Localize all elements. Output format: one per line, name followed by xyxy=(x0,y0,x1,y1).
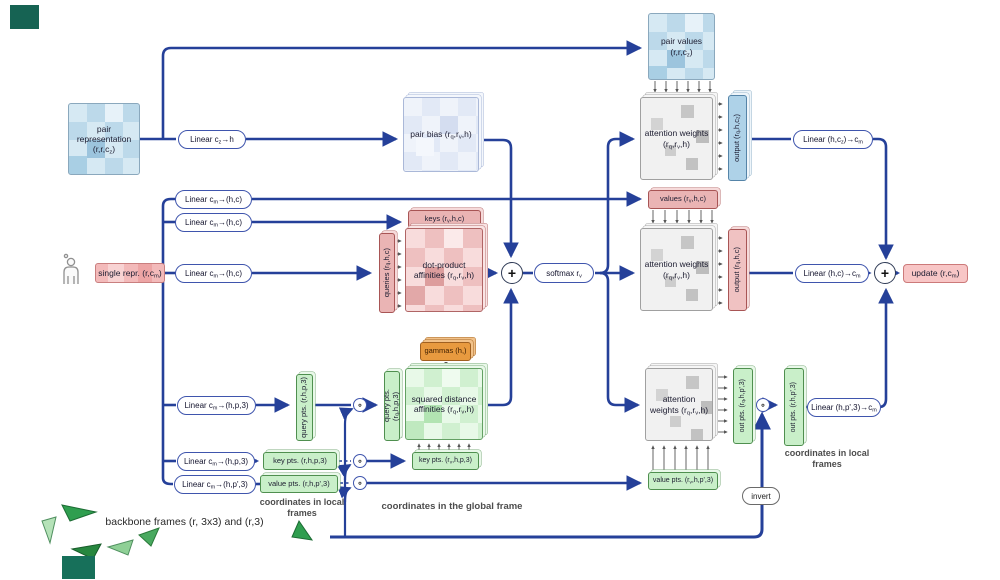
coords-local-right-note: coordinates in local frames xyxy=(784,448,870,470)
value-points-global-bar: value pts. (rv,h,p',3) xyxy=(648,472,718,490)
backbone-frames-icon xyxy=(41,504,314,560)
coords-global-note: coordinates in the global frame xyxy=(381,501,523,512)
linear-cm-hp3-query-pill: Linear cm→(h,p,3) xyxy=(177,396,256,415)
pair-values-box: pair values (r,r,cz) xyxy=(648,13,715,80)
output-mid-label: output (rq,h,c) xyxy=(732,247,742,293)
queries-bar: queries (rq,h,c) xyxy=(379,233,395,313)
add-operator-1: + xyxy=(501,262,523,284)
value-points-local-bar: value pts. (r,h,p',3) xyxy=(260,475,338,493)
key-points-global-bar: key pts. (rv,h,p,3) xyxy=(412,452,479,470)
artifact-marker-bottom-left xyxy=(62,556,95,579)
invert-label: invert xyxy=(751,491,771,501)
single-repr-bar: single repr. (r,cm) xyxy=(95,263,165,283)
value-points-global-label: value pts. (rv,h,p',3) xyxy=(652,476,714,486)
pair-bias-box: pair bias (rq,rv,h) xyxy=(403,97,479,172)
artifact-marker-top-left xyxy=(10,5,39,29)
keys-label: keys (rv,h,c) xyxy=(424,213,465,224)
apply-inverse-frames-operator: ∘ xyxy=(756,398,770,412)
queries-label: queries (rq,h,c) xyxy=(381,248,391,298)
gammas-bar: gammas (h,) xyxy=(420,342,471,361)
backbone-frame-lines xyxy=(330,407,771,539)
key-points-global-label: key pts. (rv,h,p,3) xyxy=(419,456,472,466)
values-label: values (rv,h,c) xyxy=(660,194,706,205)
linear-cm-hc-3-pill: Linear cm→(h,c) xyxy=(175,264,252,283)
pair-representation-box: pair representation (r,r,cz) xyxy=(68,103,140,175)
compose-glyph: ∘ xyxy=(760,399,766,410)
linear-cm-hp3-query-label: Linear cm→(h,p,3) xyxy=(184,401,249,412)
softmax-label: softmax rv xyxy=(546,268,582,280)
linear-cm-hp3-value-label: Linear cm→(h,p',3) xyxy=(182,480,248,491)
pair-values-label: pair values (r,r,cz) xyxy=(660,36,703,59)
value-points-local-label: value pts. (r,h,p',3) xyxy=(268,478,330,488)
linear-cm-hc-1-pill: Linear cm→(h,c) xyxy=(175,190,252,209)
keys-bar: keys (rv,h,c) xyxy=(408,210,481,228)
linear-hc-cm-label: Linear (h,c)→cm xyxy=(803,269,861,280)
person-icon xyxy=(63,253,79,284)
query-points-global-bar: query pts. (rq,h,p,3) xyxy=(382,371,401,441)
linear-cm-hc-1-label: Linear cm→(h,c) xyxy=(185,195,242,206)
key-points-local-label: key pts. (r,h,p,3) xyxy=(273,455,327,465)
out-points-local-label: out pts. (r,h,p',3) xyxy=(789,381,797,433)
compose-glyph: ∘ xyxy=(357,455,363,466)
attention-weights-mid-box: attention weights (rq,rv,h) xyxy=(640,228,713,311)
linear-hcz-cm-label: Linear (h,cz)→cm xyxy=(803,135,863,146)
single-repr-label: single repr. (r,cm) xyxy=(98,267,162,280)
dot-product-affinities-label: dot-product affinities (rq,rv,h) xyxy=(413,259,475,282)
values-bar: values (rv,h,c) xyxy=(648,190,718,209)
linear-hp3-cm-pill: Linear (h,p',3)→cm xyxy=(807,398,881,417)
linear-cm-hc-3-label: Linear cm→(h,c) xyxy=(185,269,242,280)
apply-frames-operator-query: ∘ xyxy=(353,398,367,412)
output-top-bar: output (rq,h,cz) xyxy=(728,95,747,181)
output-top-label: output (rq,h,cz) xyxy=(732,114,742,162)
pair-representation-label: pair representation (r,r,cz) xyxy=(76,123,132,156)
linear-cm-hp3-value-pill: Linear cm→(h,p',3) xyxy=(174,475,256,494)
plus-glyph: + xyxy=(880,265,890,281)
attention-weights-top-box: attention weights (rq,rv,h) xyxy=(640,97,713,180)
linear-cm-hc-2-label: Linear cm→(h,c) xyxy=(185,218,242,229)
linear-hcz-cm-pill: Linear (h,cz)→cm xyxy=(793,130,873,149)
linear-cm-hp3-key-pill: Linear cm→(h,p,3) xyxy=(177,452,255,471)
linear-cz-h-label: Linear cz→h xyxy=(190,135,234,146)
key-points-local-bar: key pts. (r,h,p,3) xyxy=(263,452,337,470)
apply-frames-operator-value: ∘ xyxy=(353,476,367,490)
coords-local-left-note: coordinates in local frames xyxy=(259,497,345,519)
update-pill: update (r,cm) xyxy=(903,264,968,283)
apply-frames-operator-key: ∘ xyxy=(353,454,367,468)
linear-cm-hc-2-pill: Linear cm→(h,c) xyxy=(175,213,252,232)
pair-bias-label: pair bias (rq,rv,h) xyxy=(410,129,472,142)
dot-product-affinities-box: dot-product affinities (rq,rv,h) xyxy=(405,228,483,312)
invert-pill: invert xyxy=(742,487,780,505)
squared-distance-affinities-label: squared distance affinities (rq,rv,h) xyxy=(411,393,477,416)
output-mid-bar: output (rq,h,c) xyxy=(728,229,747,311)
squared-distance-affinities-box: squared distance affinities (rq,rv,h) xyxy=(405,368,483,440)
linear-cm-hp3-key-label: Linear cm→(h,p,3) xyxy=(183,457,249,468)
softmax-pill: softmax rv xyxy=(534,263,594,283)
query-points-local-bar: query pts. (r,h,p,3) xyxy=(296,374,313,441)
add-operator-2: + xyxy=(874,262,896,284)
out-points-global-bar: out pts. (rq,h,p',3) xyxy=(733,368,753,444)
gammas-label: gammas (h,) xyxy=(424,346,467,356)
compose-glyph: ∘ xyxy=(357,477,363,488)
update-label: update (r,cm) xyxy=(911,268,960,281)
out-points-local-bar: out pts. (r,h,p',3) xyxy=(784,368,804,446)
backbone-frames-label: backbone frames (r, 3x3) and (r,3) xyxy=(105,516,264,528)
compose-glyph: ∘ xyxy=(357,399,363,410)
attention-weights-bottom-label: attention weights (rq,rv,h) xyxy=(649,394,709,417)
out-points-global-label: out pts. (rq,h,p',3) xyxy=(738,379,747,433)
query-points-global-label: query pts. (rq,h,p,3) xyxy=(382,389,401,423)
linear-cz-h-pill: Linear cz→h xyxy=(178,130,246,149)
plus-glyph: + xyxy=(507,265,517,281)
attention-weights-bottom-box: attention weights (rq,rv,h) xyxy=(645,368,713,441)
linear-hp3-cm-label: Linear (h,p',3)→cm xyxy=(811,403,877,414)
main-flow-lines xyxy=(140,40,901,491)
attention-weights-mid-label: attention weights (rq,rv,h) xyxy=(644,259,709,282)
linear-hc-cm-pill: Linear (h,c)→cm xyxy=(795,264,869,283)
attention-weights-top-label: attention weights (rq,rv,h) xyxy=(644,128,709,151)
query-points-local-label: query pts. (r,h,p,3) xyxy=(299,377,309,438)
